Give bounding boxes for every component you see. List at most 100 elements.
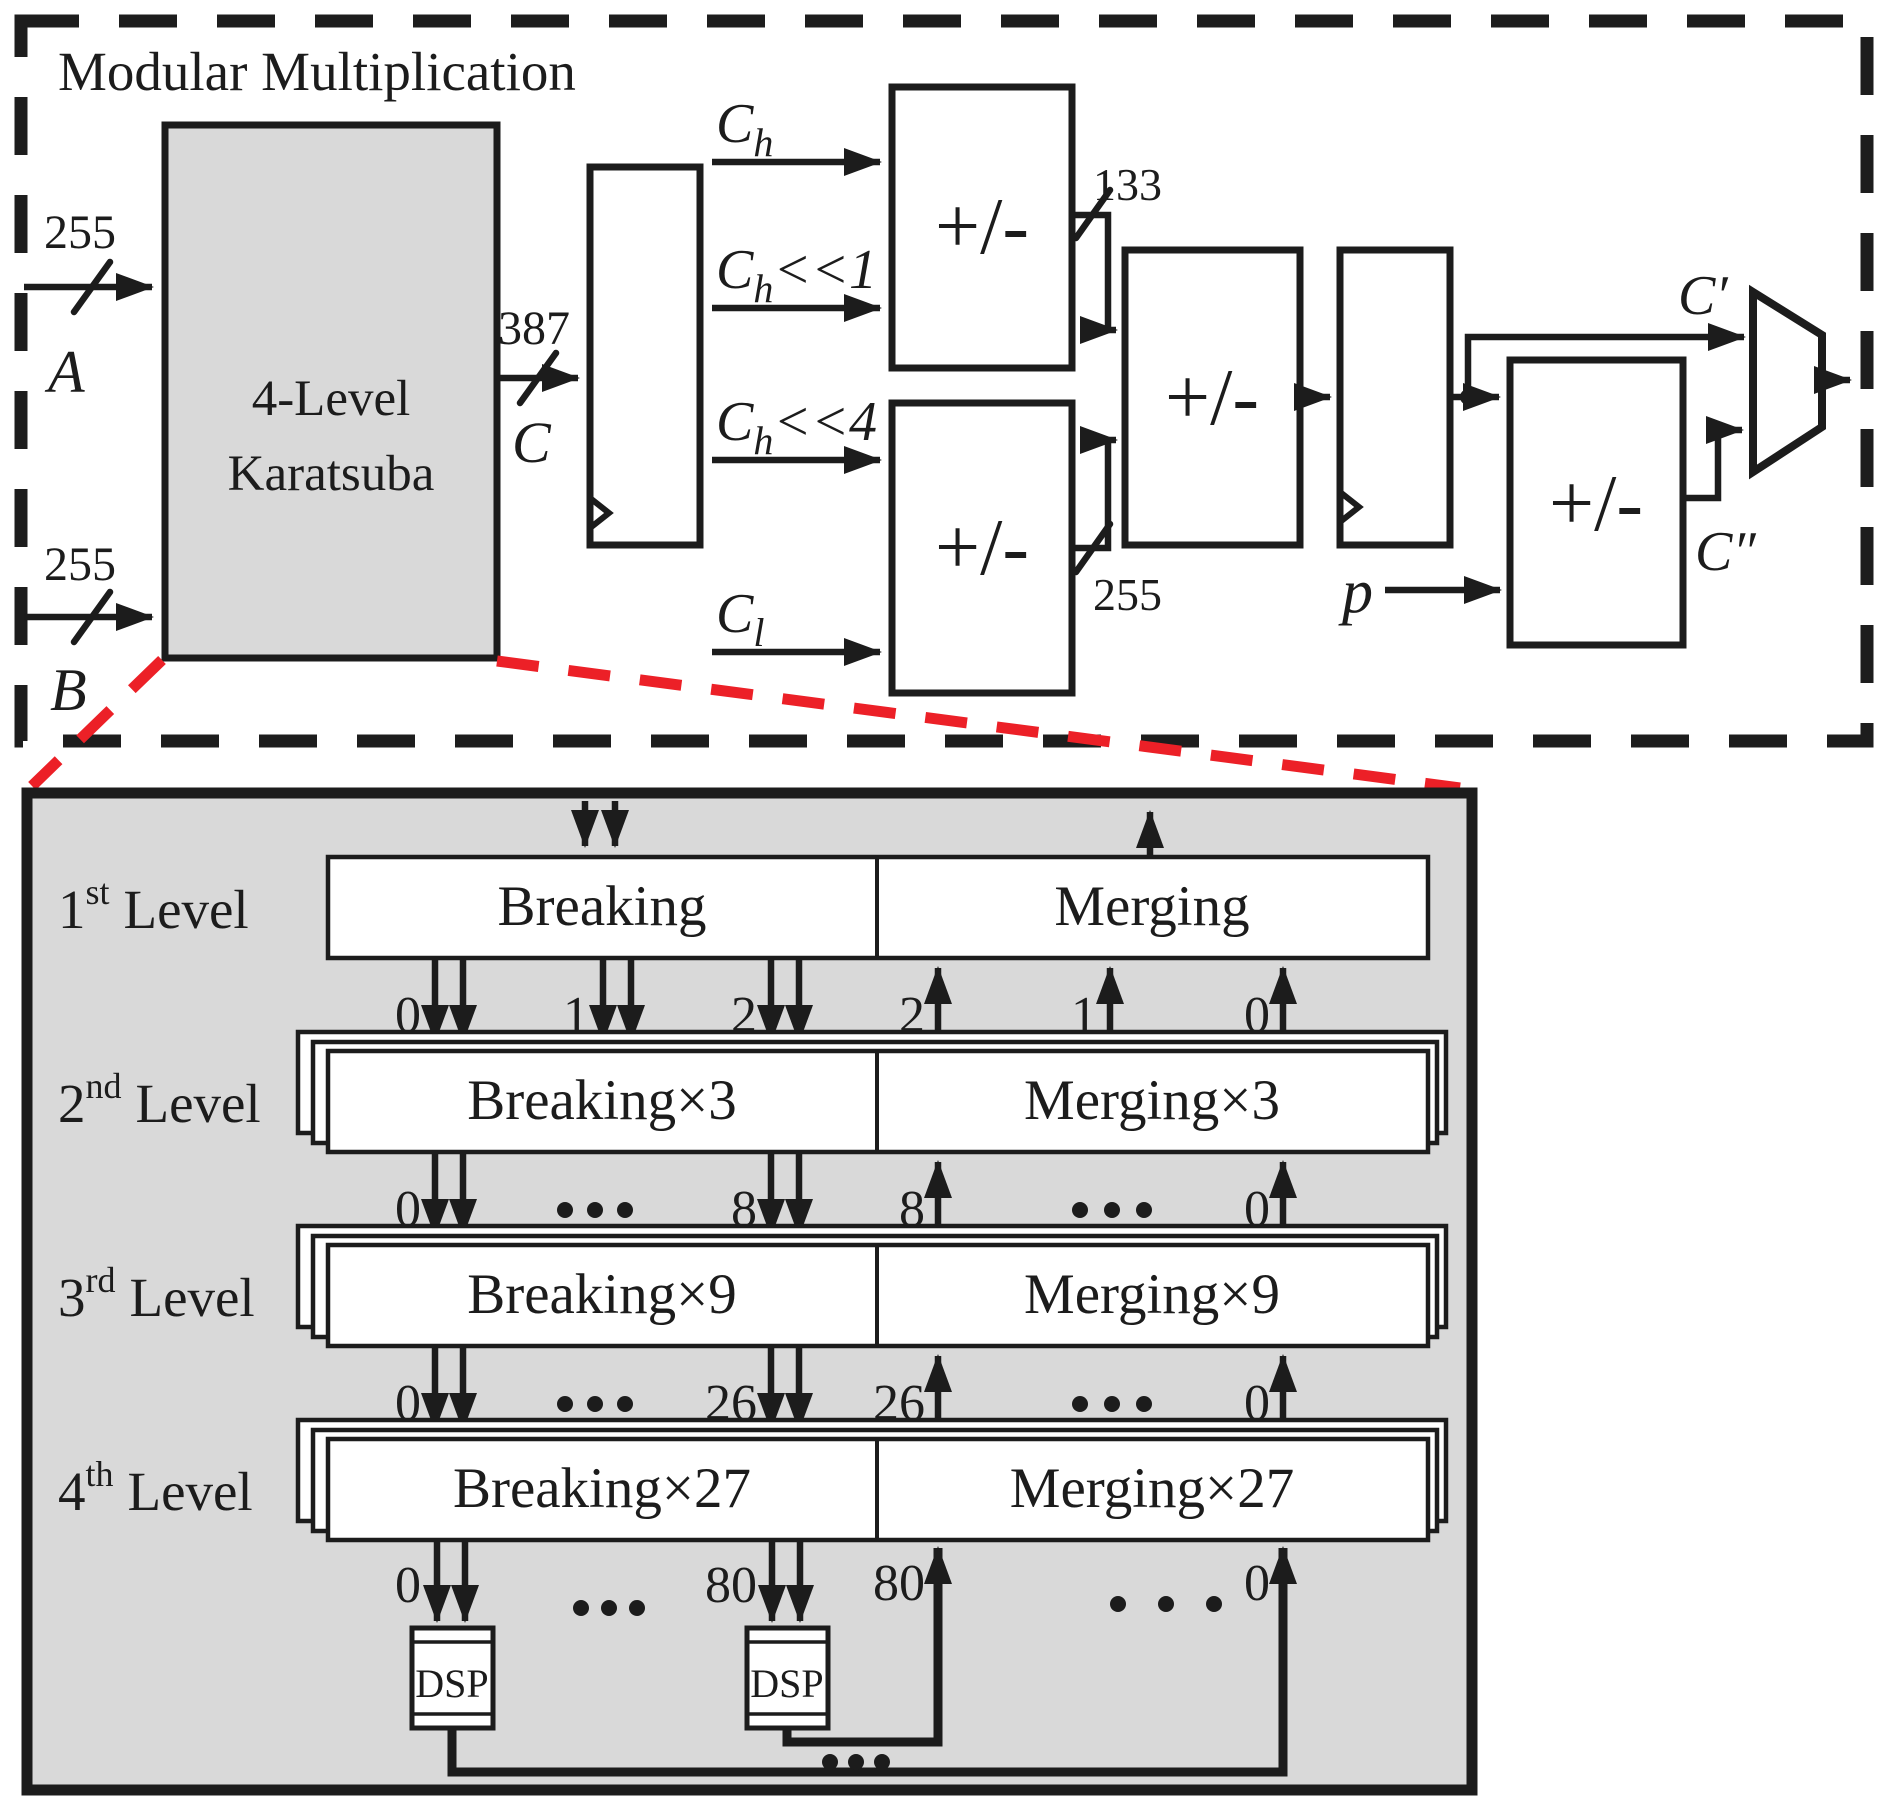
signal-ch-shl1: Ch<<1: [712, 239, 882, 322]
dsp-unit-80: DSP: [744, 1625, 831, 1731]
net-255-wire: [1072, 426, 1118, 552]
ellipsis-dots: [573, 1600, 645, 1616]
dsp-unit-0: DSP: [409, 1625, 496, 1731]
ellipsis-dots: [1072, 1202, 1152, 1218]
level-1-suffix: st: [86, 872, 110, 912]
net-133-width-label: 133: [1093, 159, 1162, 210]
bus-a-width-slash: [70, 258, 114, 316]
adder-3-label: +/-: [1165, 354, 1259, 442]
bus-c-width-label: 387: [498, 302, 570, 355]
level-3-suffix: rd: [86, 1260, 116, 1300]
level-1-merging-label: Merging: [1054, 875, 1249, 938]
adder-4: +/-: [1506, 356, 1687, 649]
dsp-0-return-wire: [447, 1546, 1297, 1777]
net-c-prime-wire: [1464, 323, 1746, 397]
net-c-double-prime: C″: [1683, 416, 1756, 583]
output-mux: [1749, 284, 1826, 480]
signal-ch-shl1-label: Ch<<1: [716, 239, 877, 311]
signal-cl-base: C: [716, 583, 754, 645]
input-p-label: p: [1338, 558, 1373, 626]
karatsuba-block: 4-Level Karatsuba: [161, 121, 501, 662]
bus-c-width-slash: [516, 349, 560, 407]
adder-3: +/-: [1121, 246, 1304, 549]
gap4-up-label-1: 0: [1244, 1555, 1270, 1612]
bus-c: 387 C: [497, 302, 580, 475]
net-c-prime-label: C′: [1678, 265, 1728, 327]
signal-ch-shl4-base: C: [716, 391, 754, 453]
signal-ch-shl4-sub: h: [753, 418, 773, 463]
signal-ch-shl4-shift: <<4: [773, 391, 877, 453]
modular-multiplication-block: Modular Multiplication 4-Level Karatsuba…: [14, 14, 1874, 748]
karatsuba-box: [161, 121, 501, 662]
level-3-word: Level: [130, 1267, 255, 1328]
level-4-suffix: th: [86, 1454, 114, 1494]
level-2-suffix: nd: [86, 1066, 122, 1106]
karatsuba-label-line2: Karatsuba: [228, 446, 435, 502]
ellipsis-dots: [557, 1202, 633, 1218]
gap4-down-label-1: 80: [705, 1557, 757, 1614]
karatsuba-label-line1: 4-Level: [252, 371, 411, 427]
signal-ch-shl1-base: C: [716, 239, 754, 301]
net-255-width-slash: [1072, 520, 1114, 576]
net-133: 133: [1072, 159, 1162, 344]
adder-1-label: +/-: [935, 183, 1029, 271]
dsp-0-box: [409, 1625, 496, 1731]
level-2-num: 2: [58, 1073, 86, 1134]
dashed-boundary: [14, 14, 1874, 748]
signal-ch-shl1-shift: <<1: [773, 239, 877, 301]
register-2-clock-icon: [1338, 489, 1364, 525]
bus-a-name-label: A: [44, 339, 85, 405]
pipeline-register-2: [1336, 246, 1454, 549]
zoom-guide-left: [28, 656, 166, 790]
adder-4-box: [1506, 356, 1687, 649]
level-4-num: 4: [58, 1461, 86, 1522]
register-1-clock-icon: [588, 495, 614, 531]
signal-ch-base: C: [716, 93, 754, 155]
zoom-guide-right: [496, 655, 1461, 794]
pipeline-register-1: [586, 163, 704, 549]
signal-cl-label: Cl: [716, 583, 764, 655]
level-1-breaking-label: Breaking: [498, 875, 707, 938]
adder-2-label: +/-: [935, 504, 1029, 592]
net-255-width-label: 255: [1093, 569, 1162, 620]
level-3-merging-label: Merging×9: [1024, 1263, 1280, 1326]
level-4-breaking-label: Breaking×27: [453, 1457, 751, 1520]
adder-1-box: [888, 83, 1076, 372]
gap4-down-label-0: 0: [395, 1557, 421, 1614]
net-c-double-prime-wire: [1683, 416, 1744, 502]
bus-c-name-label: C: [512, 410, 552, 475]
adder-2: +/-: [888, 399, 1076, 697]
level-3-num: 3: [58, 1267, 86, 1328]
level-3-title: 3rd Level: [58, 1260, 255, 1328]
net-133-width-slash: [1072, 186, 1114, 242]
net-c-double-prime-label: C″: [1695, 521, 1756, 583]
ellipsis-dots: [822, 1754, 890, 1770]
level-2-merging-label: Merging×3: [1024, 1069, 1280, 1132]
level-4-merging-label: Merging×27: [1010, 1457, 1294, 1520]
dsp-0-label: DSP: [415, 1661, 488, 1706]
signal-ch-label: Ch: [716, 93, 773, 165]
net-255: 255: [1072, 426, 1162, 620]
adder-4-label: +/-: [1549, 460, 1643, 548]
bus-b: 255 B: [24, 538, 154, 723]
signal-ch-shl1-sub: h: [753, 266, 773, 311]
level-2-breaking-label: Breaking×3: [467, 1069, 737, 1132]
level-2-word: Level: [136, 1073, 261, 1134]
signal-cl-sub: l: [753, 610, 764, 655]
block-title: Modular Multiplication: [58, 41, 576, 102]
bus-a: 255 A: [24, 206, 154, 405]
signal-ch: Ch: [712, 93, 882, 176]
adder-2-box: [888, 399, 1076, 697]
dsp-80-return-wire: [782, 1546, 952, 1747]
input-p: p: [1338, 558, 1502, 626]
signal-ch-shl4: Ch<<4: [712, 391, 882, 474]
signal-cl: Cl: [712, 583, 882, 666]
ellipsis-dots: [1072, 1396, 1152, 1412]
